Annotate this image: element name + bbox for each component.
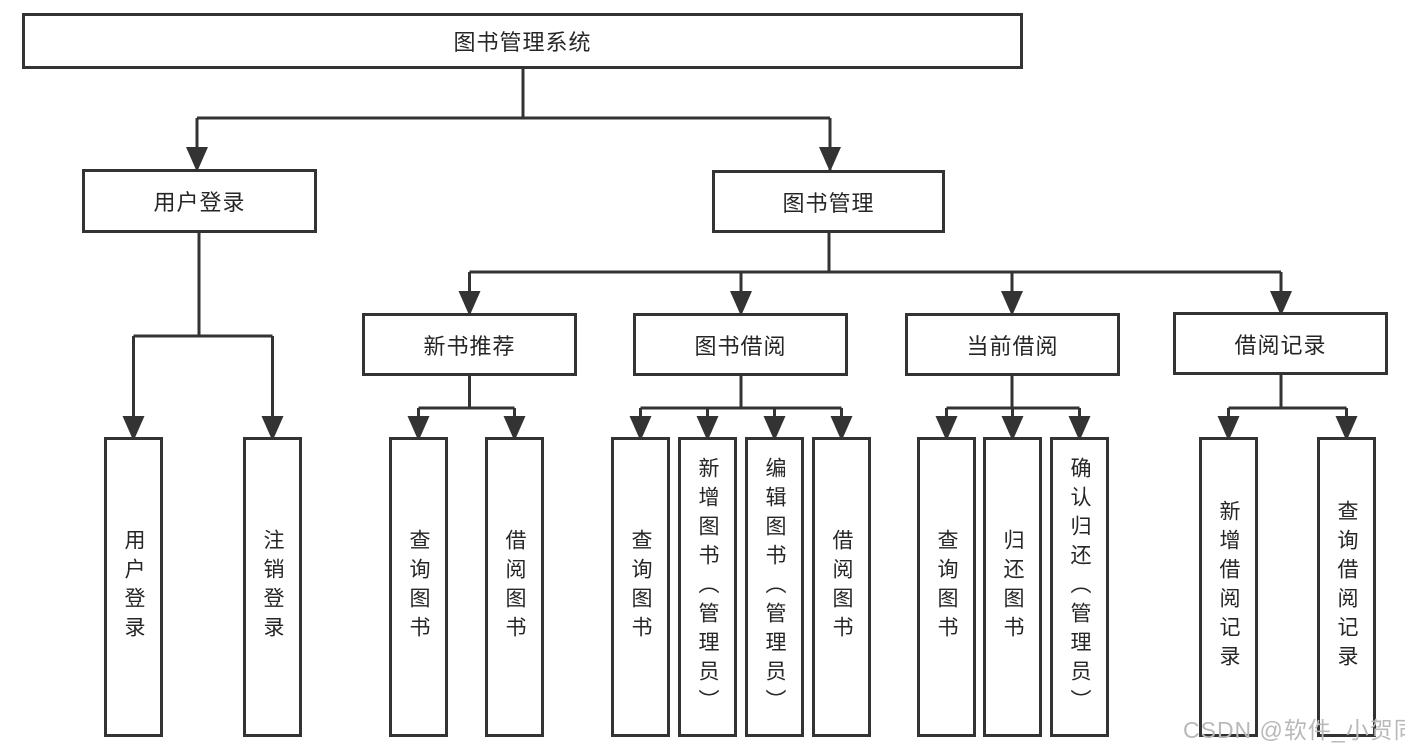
connector-book-borrowing-branch xyxy=(629,376,853,441)
leaf-current-confirm-return: 确认归还（管理员） xyxy=(1050,437,1109,737)
node-label: 图书管理系统 xyxy=(453,30,592,55)
node-label: 确认归还（管理员） xyxy=(1068,456,1091,718)
node-label: 用户登录 xyxy=(153,190,246,215)
node-label: 新书推荐 xyxy=(423,333,516,359)
leaf-borrowing-borrow-books: 借阅图书 xyxy=(812,437,871,737)
leaf-current-return-books: 归还图书 xyxy=(983,437,1042,737)
node-book-management: 图书管理 xyxy=(712,170,945,233)
connector-new-book-recommend-branch xyxy=(407,376,526,441)
node-label: 借阅图书 xyxy=(503,529,526,645)
node-label: 新增借阅记录 xyxy=(1217,500,1240,674)
leaf-recommend-borrow-books: 借阅图书 xyxy=(485,437,544,737)
connector-current-borrowing-branch xyxy=(935,376,1091,441)
leaf-records-add-record: 新增借阅记录 xyxy=(1199,437,1258,737)
node-current-borrowing: 当前借阅 xyxy=(905,313,1120,376)
node-user-login: 用户登录 xyxy=(82,169,317,233)
node-label: 查询借阅记录 xyxy=(1335,500,1358,674)
arrowhead-icon xyxy=(819,147,841,172)
leaf-borrowing-add-books: 新增图书（管理员） xyxy=(678,437,737,737)
node-label: 借阅记录 xyxy=(1234,332,1327,358)
connector-book-management-branch xyxy=(458,233,1292,316)
node-root-system: 图书管理系统 xyxy=(22,13,1023,69)
node-borrowing-records: 借阅记录 xyxy=(1173,312,1388,375)
leaf-borrowing-edit-books: 编辑图书（管理员） xyxy=(745,437,804,737)
node-label: 查询图书 xyxy=(407,529,430,645)
node-label: 查询图书 xyxy=(629,529,652,645)
node-label: 借阅图书 xyxy=(830,529,853,645)
node-new-book-recommend: 新书推荐 xyxy=(362,313,577,376)
node-label: 编辑图书（管理员） xyxy=(763,456,786,718)
node-book-borrowing: 图书借阅 xyxy=(633,313,848,376)
csdn-watermark: CSDN @软件_小贺同学 xyxy=(1183,717,1405,743)
leaf-user-login: 用户登录 xyxy=(104,437,163,737)
node-label: 查询图书 xyxy=(935,529,958,645)
leaf-current-query-books: 查询图书 xyxy=(917,437,976,737)
connector-user-login-branch xyxy=(122,233,284,441)
leaf-recommend-query-books: 查询图书 xyxy=(389,437,448,737)
node-label: 注销登录 xyxy=(261,529,284,645)
leaf-borrowing-query-books: 查询图书 xyxy=(611,437,670,737)
connector-borrowing-records-branch xyxy=(1217,375,1358,441)
node-label: 图书管理 xyxy=(782,190,875,216)
connector-root-branch xyxy=(186,69,841,172)
node-label: 新增图书（管理员） xyxy=(696,456,719,718)
node-label: 归还图书 xyxy=(1001,529,1024,645)
node-label: 用户登录 xyxy=(122,529,145,645)
leaf-logout-login: 注销登录 xyxy=(243,437,302,737)
leaf-records-query-record: 查询借阅记录 xyxy=(1317,437,1376,737)
node-label: 当前借阅 xyxy=(966,333,1059,359)
node-label: 图书借阅 xyxy=(694,333,787,359)
